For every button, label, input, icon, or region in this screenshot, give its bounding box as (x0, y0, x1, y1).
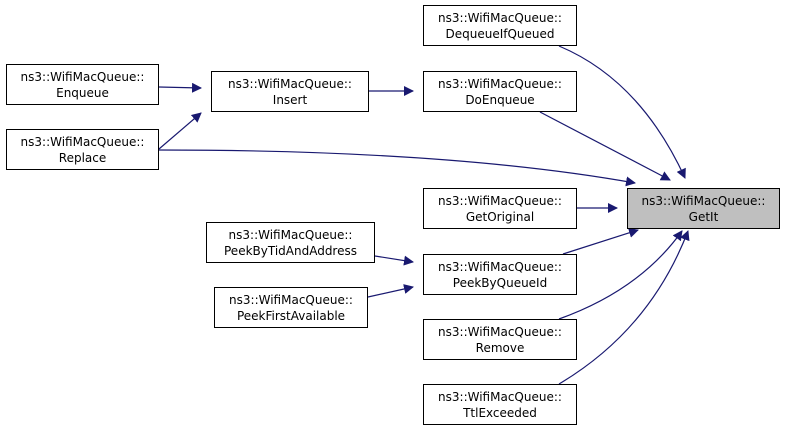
node-dequeue-if-queued-line2: DequeueIfQueued (445, 26, 555, 41)
node-peek-by-queue-id-line2: PeekByQueueId (452, 275, 548, 290)
edge-replace-to-insert (158, 112, 202, 150)
edge-remove-to-getit (558, 230, 683, 320)
node-peek-first-line2: PeekFirstAvailable (236, 308, 346, 323)
node-peek-by-tid-line1: ns3::WifiMacQueue:: (228, 227, 353, 242)
node-ttl-exceeded-line1: ns3::WifiMacQueue:: (438, 389, 562, 404)
edge-ttl-exceeded-to-getit (558, 230, 690, 385)
node-peek-by-queue-id[interactable]: ns3::WifiMacQueue:: PeekByQueueId (423, 254, 577, 295)
node-get-original[interactable]: ns3::WifiMacQueue:: GetOriginal (423, 188, 577, 229)
edge-enqueue-to-insert (158, 82, 202, 93)
node-peek-by-queue-id-line1: ns3::WifiMacQueue:: (438, 259, 562, 274)
node-get-original-line1: ns3::WifiMacQueue:: (438, 193, 562, 208)
edge-do-enqueue-to-getit (539, 111, 671, 181)
node-do-enqueue-line2: DoEnqueue (465, 92, 535, 107)
node-enqueue-line1: ns3::WifiMacQueue:: (20, 69, 145, 84)
node-getit-line2: GetIt (688, 209, 719, 224)
node-remove[interactable]: ns3::WifiMacQueue:: Remove (423, 319, 577, 360)
node-replace-line2: Replace (58, 150, 107, 165)
node-do-enqueue-line1: ns3::WifiMacQueue:: (438, 76, 562, 91)
node-replace[interactable]: ns3::WifiMacQueue:: Replace (6, 129, 159, 170)
edge-dequeue-if-queued-to-getit (558, 45, 686, 179)
edge-replace-to-getit (158, 149, 636, 187)
node-peek-first-line1: ns3::WifiMacQueue:: (229, 292, 353, 307)
node-peek-by-tid-line2: PeekByTidAndAddress (224, 243, 357, 258)
node-remove-line1: ns3::WifiMacQueue:: (438, 324, 562, 339)
node-dequeue-if-queued-line1: ns3::WifiMacQueue:: (438, 10, 562, 25)
node-getit-line1: ns3::WifiMacQueue:: (641, 193, 766, 208)
node-remove-line2: Remove (475, 340, 525, 355)
edge-peek-by-tid-to-peek-by-queue-id (374, 255, 414, 266)
node-insert-line2: Insert (272, 92, 308, 107)
node-peek-first-available[interactable]: ns3::WifiMacQueue:: PeekFirstAvailable (214, 287, 368, 328)
node-getit[interactable]: ns3::WifiMacQueue:: GetIt (627, 188, 780, 229)
node-ttl-exceeded[interactable]: ns3::WifiMacQueue:: TtlExceeded (423, 384, 577, 425)
edge-peek-by-queue-id-to-getit (562, 227, 639, 255)
node-ttl-exceeded-line2: TtlExceeded (463, 405, 537, 420)
node-do-enqueue[interactable]: ns3::WifiMacQueue:: DoEnqueue (423, 71, 577, 112)
node-enqueue[interactable]: ns3::WifiMacQueue:: Enqueue (6, 64, 159, 105)
edge-peek-first-to-peek-by-queue-id (367, 284, 414, 298)
node-insert[interactable]: ns3::WifiMacQueue:: Insert (211, 71, 369, 112)
node-replace-line1: ns3::WifiMacQueue:: (20, 134, 145, 149)
node-insert-line1: ns3::WifiMacQueue:: (228, 76, 352, 91)
node-peek-by-tid-and-address[interactable]: ns3::WifiMacQueue:: PeekByTidAndAddress (206, 222, 375, 263)
node-enqueue-line2: Enqueue (56, 85, 109, 100)
node-dequeue-if-queued[interactable]: ns3::WifiMacQueue:: DequeueIfQueued (423, 5, 577, 46)
node-get-original-line2: GetOriginal (465, 209, 535, 224)
